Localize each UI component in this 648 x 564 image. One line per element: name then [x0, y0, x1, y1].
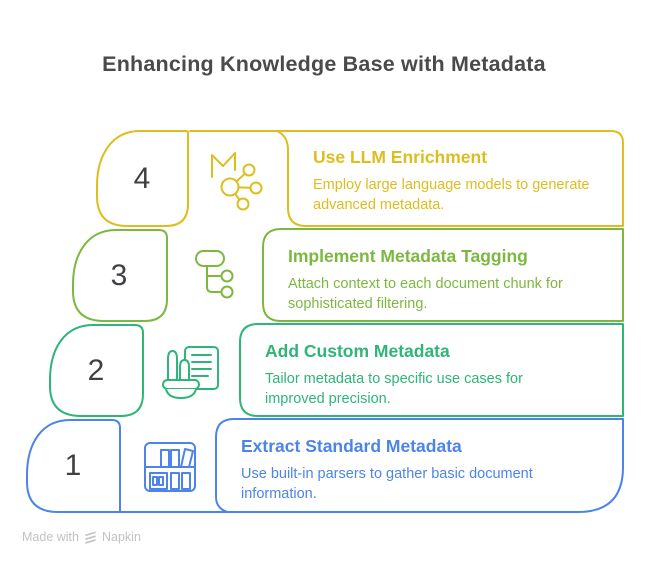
page-title: Enhancing Knowledge Base with Metadata [102, 52, 546, 76]
step2-text-panel [239, 323, 624, 417]
step4-number: 4 [133, 162, 151, 195]
book-network-icon [211, 152, 263, 211]
step4-description: Employ large language models to generate… [313, 177, 590, 213]
step1-description: Use built-in parsers to gather basic doc… [241, 466, 533, 502]
step2-title: Add Custom Metadata [265, 341, 450, 361]
step-outline-2 [49, 323, 624, 417]
step3-number: 3 [110, 259, 128, 292]
bookshelf-icon [144, 442, 196, 492]
step-outline-3 [72, 228, 624, 322]
step3-title: Implement Metadata Tagging [288, 246, 528, 266]
step3-description: Attach context to each document chunk fo… [288, 276, 563, 312]
step3-number-bubble [72, 229, 168, 322]
tag-hierarchy-icon [195, 250, 234, 299]
step1-title: Extract Standard Metadata [241, 436, 462, 456]
step1-text-panel [119, 418, 624, 513]
step2-description: Tailor metadata to specific use cases fo… [265, 371, 523, 407]
step4-number-bubble [96, 130, 189, 227]
step-outline-4 [96, 130, 624, 227]
step4-title: Use LLM Enrichment [313, 147, 488, 167]
step4-text-panel [189, 130, 624, 227]
napkin-logo-icon [85, 531, 96, 544]
step2-number-bubble [49, 324, 144, 417]
watermark-prefix: Made with [22, 530, 79, 544]
watermark: Made with Napkin [22, 530, 141, 544]
plant-document-icon [162, 346, 219, 399]
watermark-brand: Napkin [101, 530, 141, 544]
step-outline-1 [26, 418, 624, 513]
step1-number: 1 [64, 449, 82, 482]
step3-text-panel [262, 228, 624, 322]
step2-number: 2 [87, 354, 105, 387]
step1-number-bubble [26, 419, 121, 513]
